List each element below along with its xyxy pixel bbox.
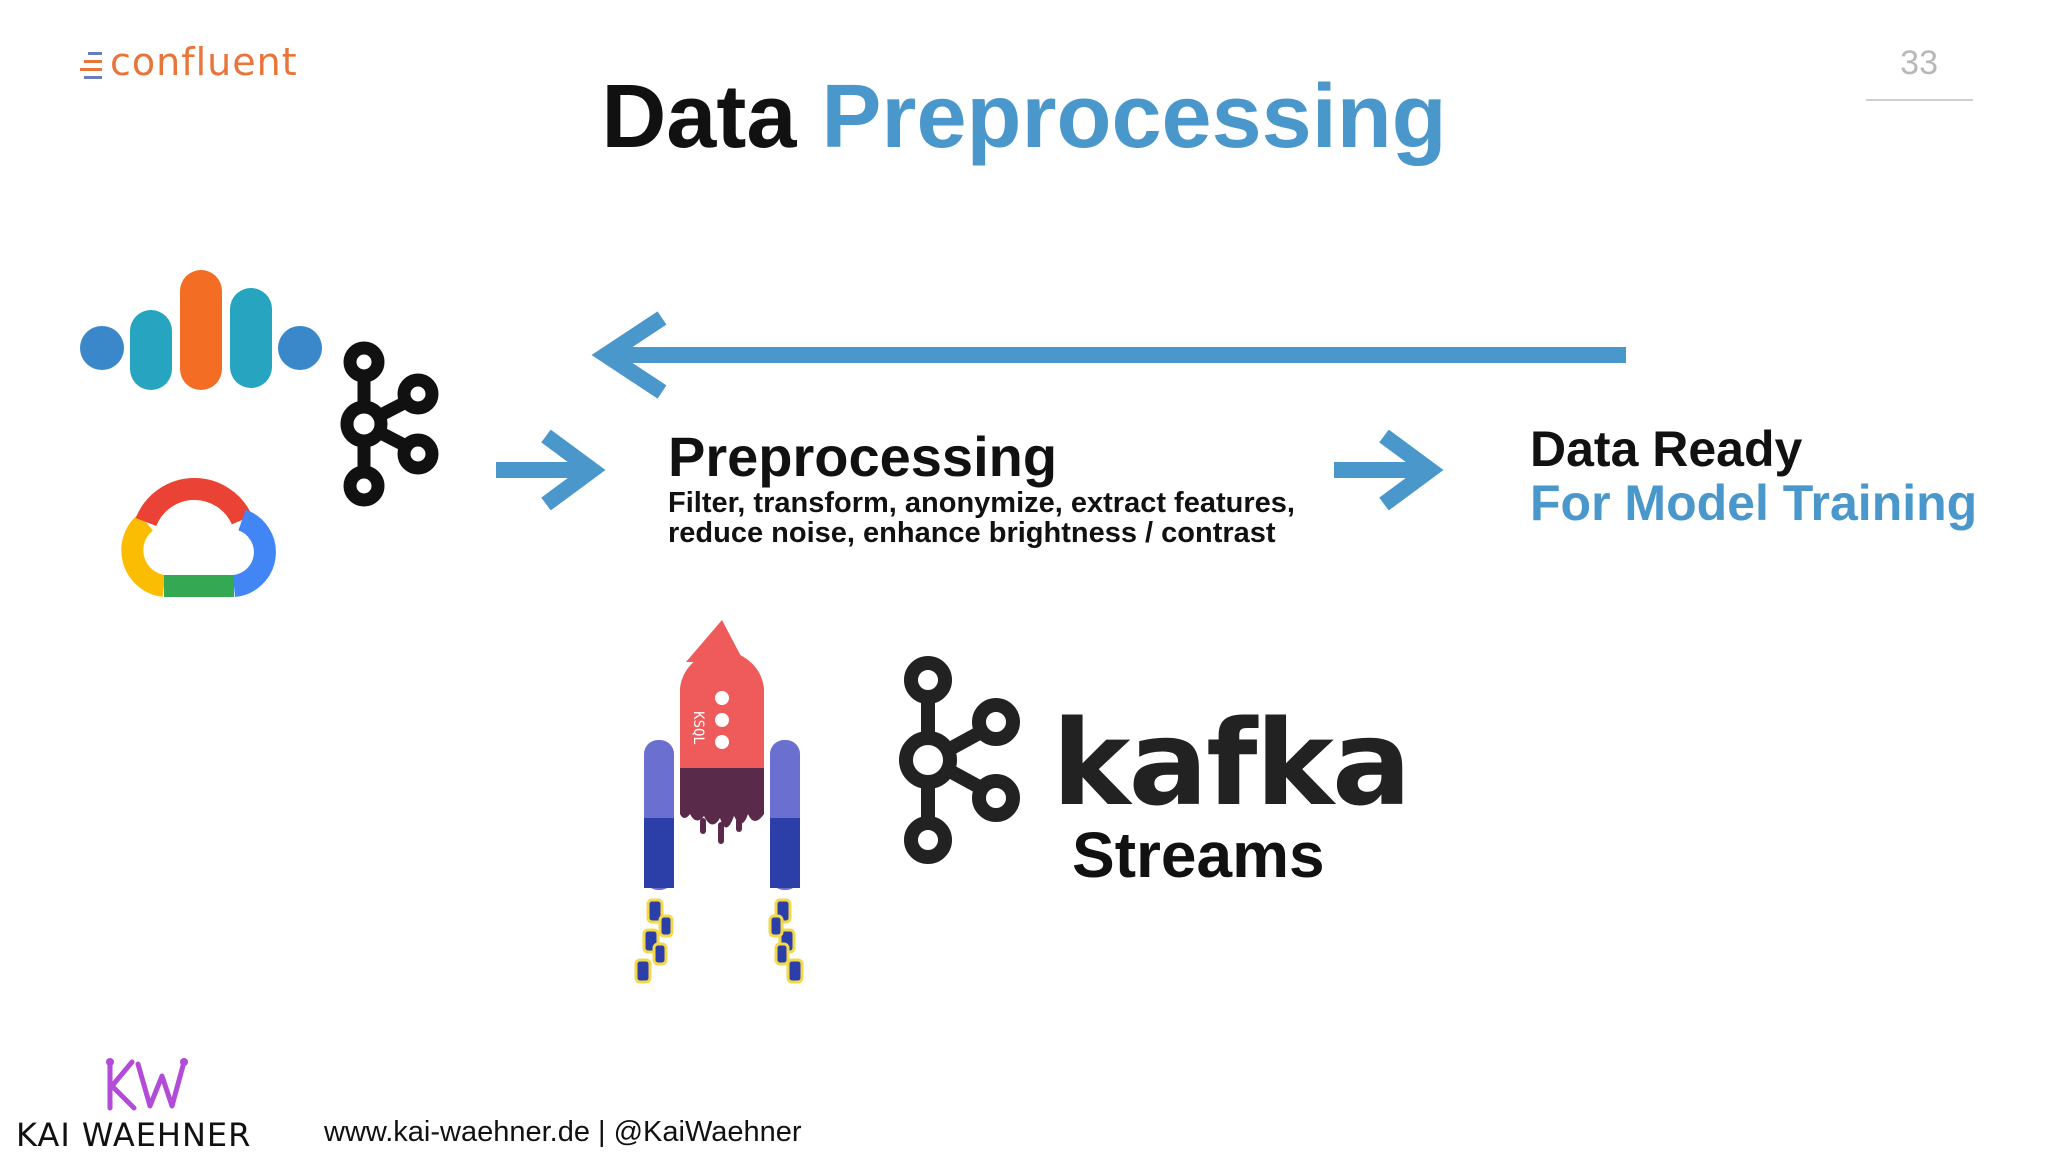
- slide-number-rule: [1866, 99, 1973, 101]
- preprocessing-description-line-2: reduce noise, enhance brightness / contr…: [668, 517, 1276, 549]
- input-arrow: [496, 429, 606, 511]
- slide-number: 33: [1900, 44, 1938, 82]
- confluent-logo: confluent: [80, 40, 300, 96]
- streams-wordmark: Streams: [1072, 819, 1325, 891]
- title-part-data: Data: [601, 67, 797, 167]
- slide-title: Data Preprocessing: [0, 66, 2048, 169]
- feedback-arrow: [591, 311, 1626, 399]
- google-cloud-icon: [121, 478, 276, 597]
- rocket-label: KSQL: [690, 711, 706, 745]
- kafka-streams-icon: [899, 656, 1020, 864]
- preprocessing-description: Filter, transform, anonymize, extract fe…: [668, 488, 1368, 548]
- output-subheading: For Model Training: [1530, 475, 1978, 531]
- title-part-preprocessing: Preprocessing: [821, 67, 1447, 167]
- footer-link[interactable]: www.kai-waehner.de | @KaiWaehner: [324, 1116, 802, 1148]
- preprocessing-heading: Preprocessing: [668, 425, 1058, 488]
- author-logo-text: KAI WAEHNER: [16, 1116, 252, 1154]
- kw-logo-mark: [106, 1058, 188, 1111]
- output-heading: Data Ready: [1530, 421, 1803, 477]
- confluent-logo-text: confluent: [110, 40, 298, 84]
- preprocessing-description-line-1: Filter, transform, anonymize, extract fe…: [668, 487, 1295, 519]
- kafka-wordmark: kafka: [1052, 694, 1412, 832]
- kafka-icon: [340, 341, 439, 507]
- output-arrow: [1334, 429, 1444, 511]
- google-cloud-ai-icon: [80, 270, 322, 390]
- confluent-logo-mark: [80, 52, 102, 79]
- ksql-rocket-icon: KSQL: [634, 620, 804, 984]
